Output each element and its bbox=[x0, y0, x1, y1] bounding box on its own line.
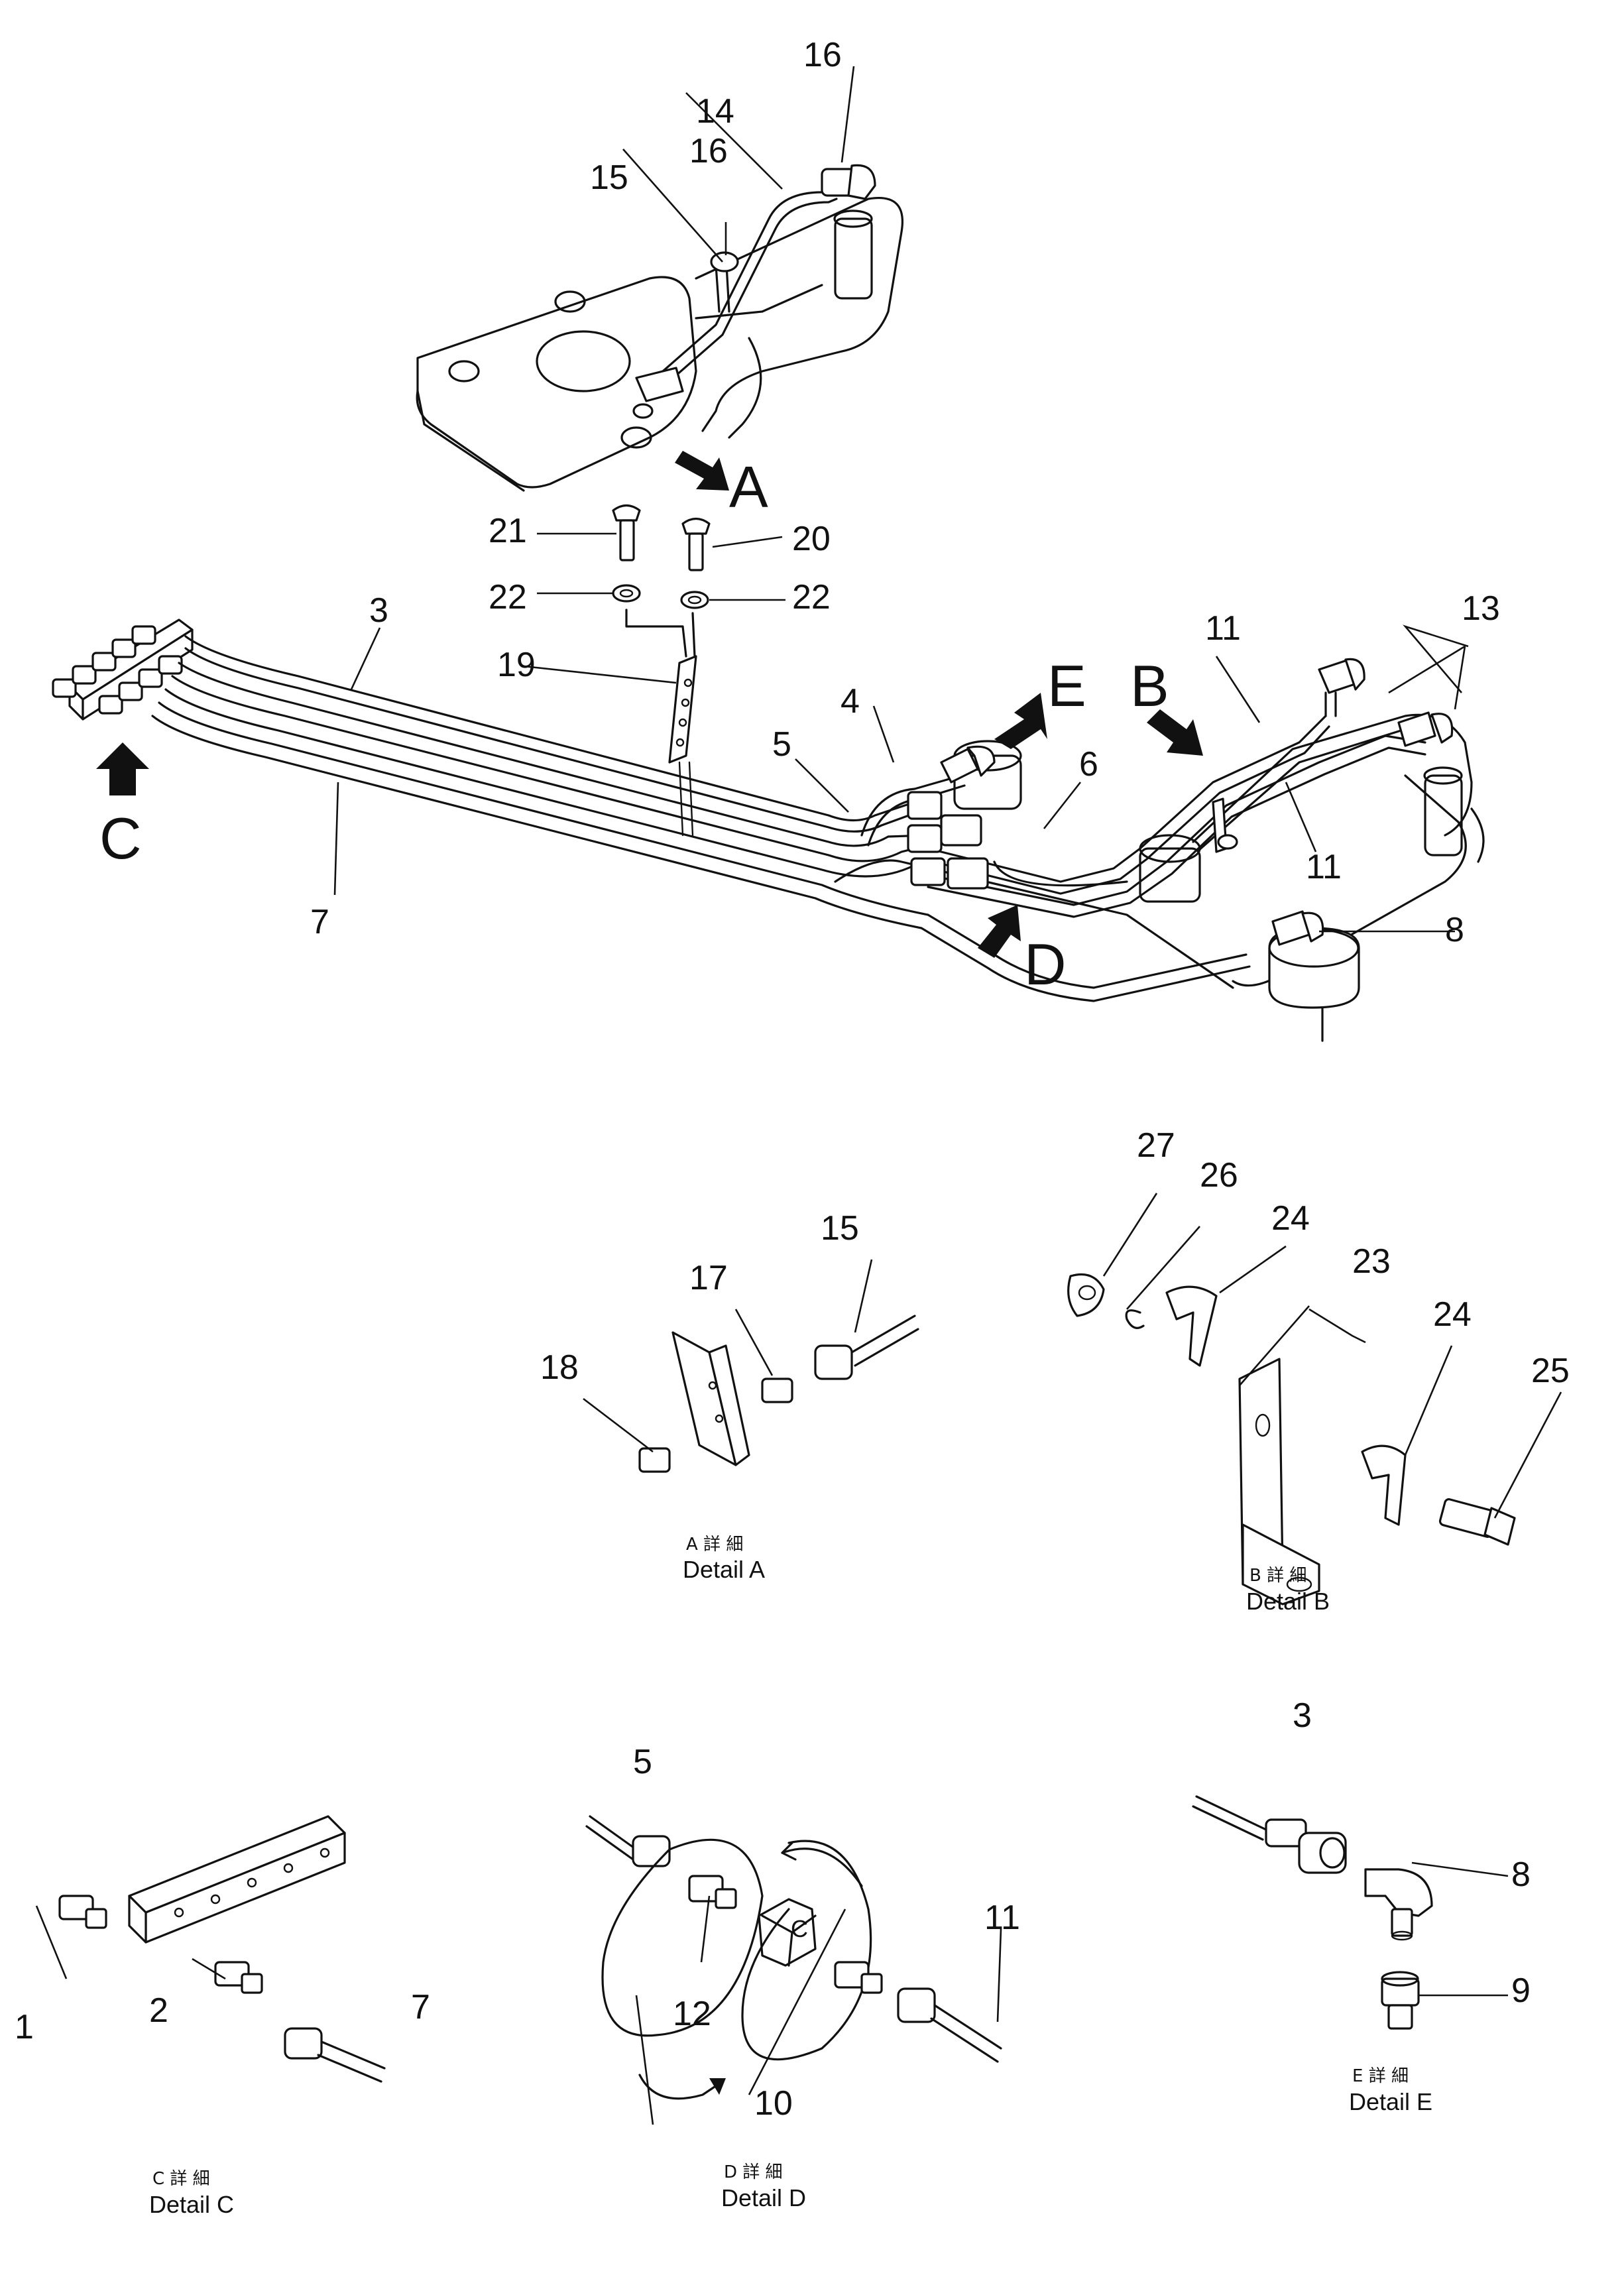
view-letter-a: A bbox=[729, 454, 768, 520]
callout-3: 3 bbox=[369, 591, 388, 630]
arrow-e-icon bbox=[994, 693, 1047, 749]
callout-5: 5 bbox=[772, 725, 791, 764]
callout-23: 23 bbox=[1352, 1242, 1391, 1281]
arrow-d-icon bbox=[978, 905, 1021, 958]
callout-26: 26 bbox=[1200, 1156, 1238, 1195]
callout-11-detail: 11 bbox=[984, 1899, 1020, 1937]
callout-16-top: 16 bbox=[803, 36, 842, 74]
callout-20: 20 bbox=[792, 520, 831, 558]
block-letter-c: C bbox=[791, 1915, 808, 1942]
callout-7-detail: 7 bbox=[411, 1988, 430, 2026]
callout-22-right: 22 bbox=[792, 578, 831, 616]
detail-e-caption-jp: E 詳 細 bbox=[1352, 2066, 1409, 2086]
arrow-b-icon bbox=[1147, 709, 1203, 756]
callout-8: 8 bbox=[1445, 911, 1464, 949]
detail-b-caption-en: Detail B bbox=[1246, 1588, 1330, 1615]
callout-22-left: 22 bbox=[489, 578, 527, 616]
callout-13: 13 bbox=[1462, 589, 1500, 628]
callout-10: 10 bbox=[754, 2084, 793, 2123]
main-pipe-assembly bbox=[52, 504, 1485, 1042]
callout-9: 9 bbox=[1511, 1971, 1531, 2010]
view-letter-c: C bbox=[99, 805, 142, 871]
detail-d-caption-en: Detail D bbox=[721, 2184, 806, 2211]
block-fittings bbox=[52, 625, 183, 715]
view-letter-b: B bbox=[1130, 653, 1169, 719]
callout-numbers: 1 2 3 3 4 5 5 6 7 7 8 8 9 10 11 11 11 12… bbox=[15, 36, 1570, 2123]
detail-d-illustration bbox=[585, 1815, 1002, 2100]
view-letter-e: E bbox=[1047, 653, 1086, 719]
view-letters: A B C D E C bbox=[99, 454, 1169, 1942]
detail-a-illustration bbox=[638, 1315, 919, 1473]
callout-15: 15 bbox=[590, 158, 628, 197]
callout-25: 25 bbox=[1531, 1352, 1570, 1390]
detail-a-caption-jp: A 詳 細 bbox=[686, 1535, 743, 1555]
callout-2: 2 bbox=[149, 1991, 168, 2030]
callout-16-mid: 16 bbox=[689, 132, 728, 170]
detail-c-caption-en: Detail C bbox=[149, 2191, 234, 2218]
detail-a-caption-en: Detail A bbox=[683, 1556, 765, 1583]
callout-27: 27 bbox=[1137, 1126, 1175, 1165]
callout-15-detail: 15 bbox=[821, 1209, 859, 1248]
callout-24-upper: 24 bbox=[1271, 1199, 1310, 1238]
upper-bracket-assembly bbox=[416, 164, 903, 492]
callout-17: 17 bbox=[689, 1259, 728, 1297]
detail-d-caption-jp: D 詳 細 bbox=[724, 2162, 783, 2182]
callout-3-detail: 3 bbox=[1293, 1696, 1312, 1735]
detail-c-illustration bbox=[58, 1815, 386, 2083]
arrow-c-icon bbox=[96, 742, 149, 795]
detail-e-illustration bbox=[1192, 1795, 1433, 2030]
callout-7: 7 bbox=[310, 903, 329, 941]
callout-12: 12 bbox=[673, 1995, 711, 2033]
callout-24-lower: 24 bbox=[1433, 1295, 1472, 1334]
detail-b-illustration bbox=[1067, 1273, 1516, 1606]
view-letter-d: D bbox=[1024, 931, 1067, 997]
detail-b-caption-jp: B 詳 細 bbox=[1249, 1566, 1306, 1586]
callout-11-upper: 11 bbox=[1205, 609, 1241, 648]
callout-11-lower: 11 bbox=[1306, 848, 1342, 886]
callout-8-detail: 8 bbox=[1511, 1855, 1531, 1894]
callout-14: 14 bbox=[696, 92, 734, 131]
detail-e-caption-en: Detail E bbox=[1349, 2088, 1432, 2115]
callout-18: 18 bbox=[540, 1348, 579, 1387]
detail-captions: A 詳 細 Detail A B 詳 細 Detail B C 詳 細 Deta… bbox=[149, 1535, 1432, 2218]
callout-19: 19 bbox=[497, 646, 536, 684]
callout-5-detail: 5 bbox=[633, 1743, 652, 1781]
detail-c-caption-jp: C 詳 細 bbox=[152, 2169, 210, 2189]
callout-1: 1 bbox=[15, 2008, 34, 2046]
callout-6: 6 bbox=[1079, 745, 1098, 784]
leader-lines bbox=[35, 66, 1562, 2125]
callout-4: 4 bbox=[841, 682, 860, 721]
callout-21: 21 bbox=[489, 512, 527, 550]
